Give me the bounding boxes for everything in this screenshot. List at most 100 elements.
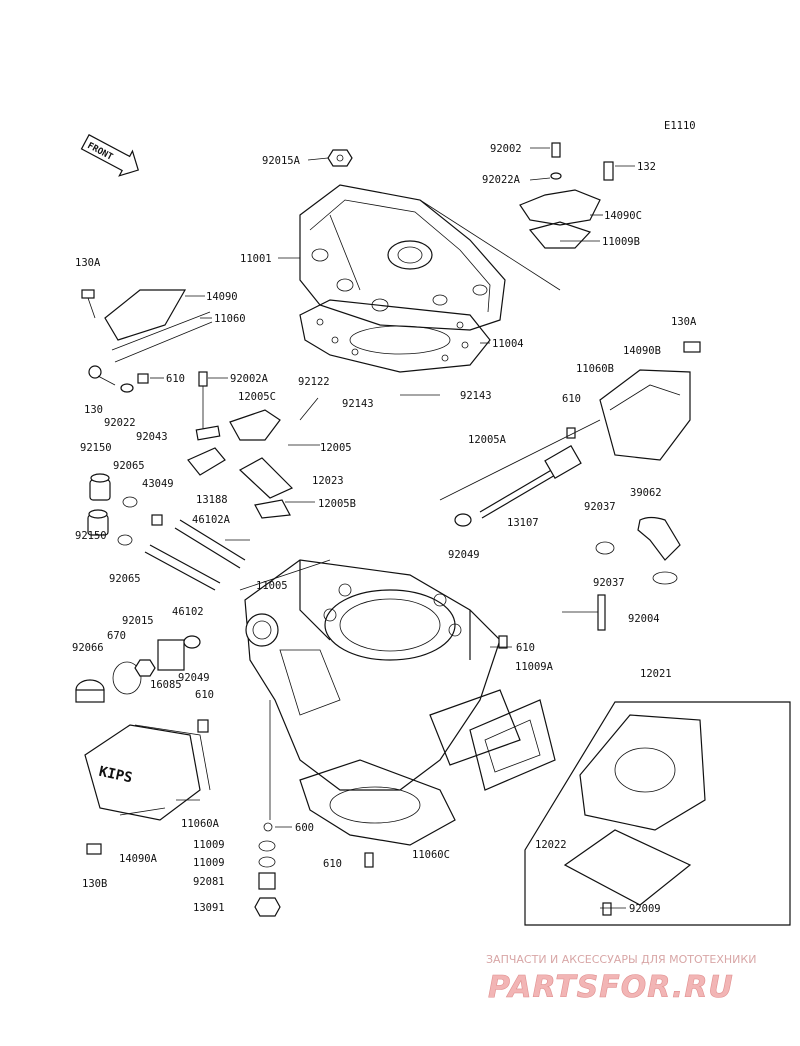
label-130: 130	[84, 404, 103, 416]
label-14090a: 14090A	[119, 853, 158, 865]
label-11060: 11060	[214, 313, 246, 325]
label-12022: 12022	[535, 839, 567, 851]
clamps-92037	[595, 541, 678, 585]
label-13107: 13107	[507, 517, 539, 529]
label-610-c: 610	[516, 642, 535, 654]
label-11060a: 11060A	[181, 818, 220, 830]
label-46102: 46102	[172, 606, 204, 618]
plug-92150	[87, 473, 163, 546]
label-12021: 12021	[640, 668, 672, 680]
hose-39062	[637, 516, 681, 561]
label-11004: 11004	[492, 338, 524, 350]
label-610-b: 610	[562, 393, 581, 405]
label-14090c: 14090C	[604, 210, 642, 222]
label-12005b: 12005B	[318, 498, 356, 510]
exhaust-valve-housing	[599, 341, 701, 461]
label-12005c: 12005C	[238, 391, 276, 403]
label-130a-left: 130A	[75, 257, 101, 269]
watermark-brand: PARTSFOR.RU	[488, 970, 734, 1005]
label-14090b: 14090B	[623, 345, 661, 357]
label-130a-right: 130A	[671, 316, 697, 328]
bolt-92002a	[198, 371, 208, 430]
label-92009: 92009	[629, 903, 661, 915]
label-132: 132	[637, 161, 656, 173]
watermark-tagline: ЗАПЧАСТИ И АКСЕССУАРЫ ДЛЯ МОТОТЕХНИКИ	[486, 953, 756, 966]
shaft-13107	[454, 427, 582, 527]
label-16085: 16085	[150, 679, 182, 691]
cover-mark: KIPS	[97, 764, 133, 787]
label-610-a: 610	[166, 373, 185, 385]
label-92065-a: 92065	[113, 460, 145, 472]
label-13188: 13188	[196, 494, 228, 506]
bolt-130b	[86, 843, 102, 855]
shafts-46102	[144, 519, 246, 591]
bolt-130a-left	[81, 289, 96, 319]
label-92037-a: 92037	[584, 501, 616, 513]
label-92049-a: 92049	[448, 549, 480, 561]
label-11060b: 11060B	[576, 363, 614, 375]
label-92022a: 92022A	[482, 174, 521, 186]
oring-670	[112, 635, 201, 695]
label-610-e: 610	[323, 858, 342, 870]
pin-610-left	[197, 719, 209, 733]
label-92015: 92015	[122, 615, 154, 627]
label-11005: 11005	[256, 580, 288, 592]
part-labels: 92002 132 92022A 14090C 11009B 92015A 11…	[72, 143, 697, 915]
label-11060c: 11060C	[412, 849, 450, 861]
label-130b: 130B	[82, 878, 107, 890]
washer-92022	[120, 373, 149, 393]
label-92002: 92002	[490, 143, 522, 155]
label-12005a: 12005A	[468, 434, 507, 446]
small-parts-bottom	[254, 822, 374, 917]
label-92122: 92122	[298, 376, 330, 388]
label-43049: 43049	[142, 478, 174, 490]
label-92049-b: 92049	[178, 672, 210, 684]
label-39062: 39062	[630, 487, 662, 499]
label-92143-a: 92143	[342, 398, 374, 410]
label-92150-b: 92150	[75, 530, 107, 542]
cap-92066	[75, 679, 105, 703]
reed-gaskets	[429, 689, 556, 791]
cylinder-head	[299, 184, 506, 331]
leader-lines	[119, 147, 635, 909]
label-92022: 92022	[104, 417, 136, 429]
label-92066: 92066	[72, 642, 104, 654]
cylinder-block	[244, 559, 501, 791]
label-11009a: 11009A	[515, 661, 554, 673]
label-92065-b: 92065	[109, 573, 141, 585]
nut-92015a	[327, 149, 353, 167]
label-12005: 12005	[320, 442, 352, 454]
stud-92004	[597, 594, 606, 631]
base-gasket	[299, 759, 456, 846]
label-14090: 14090	[206, 291, 238, 303]
label-12023: 12023	[312, 475, 344, 487]
label-11009b: 11009B	[602, 236, 640, 248]
label-92002a: 92002A	[230, 373, 269, 385]
label-92015a: 92015A	[262, 155, 301, 167]
label-92143-b: 92143	[460, 390, 492, 402]
reed-valve-kit-box	[524, 701, 791, 926]
label-46102a: 46102A	[192, 514, 231, 526]
label-92004: 92004	[628, 613, 660, 625]
label-670: 670	[107, 630, 126, 642]
watermark: ЗАПЧАСТИ И АКСЕССУАРЫ ДЛЯ МОТОТЕХНИКИ PA…	[486, 953, 756, 1005]
label-13091: 13091	[193, 902, 225, 914]
diagram-code: E1110	[664, 120, 696, 132]
label-92150-a: 92150	[80, 442, 112, 454]
pin-610-right	[498, 635, 508, 649]
water-fitting	[519, 142, 614, 249]
label-92081: 92081	[193, 876, 225, 888]
head-gasket	[299, 299, 491, 373]
label-92043: 92043	[136, 431, 168, 443]
valve-cover-14090a: KIPS	[84, 724, 211, 821]
label-600: 600	[295, 822, 314, 834]
bolt-130	[88, 365, 116, 386]
front-arrow-icon: FRONT	[80, 133, 140, 177]
cover-14090	[104, 289, 213, 363]
label-11009-b: 11009	[193, 857, 225, 869]
label-92037-b: 92037	[593, 577, 625, 589]
governor-parts	[187, 397, 319, 519]
label-610-d: 610	[195, 689, 214, 701]
label-11009-a: 11009	[193, 839, 225, 851]
